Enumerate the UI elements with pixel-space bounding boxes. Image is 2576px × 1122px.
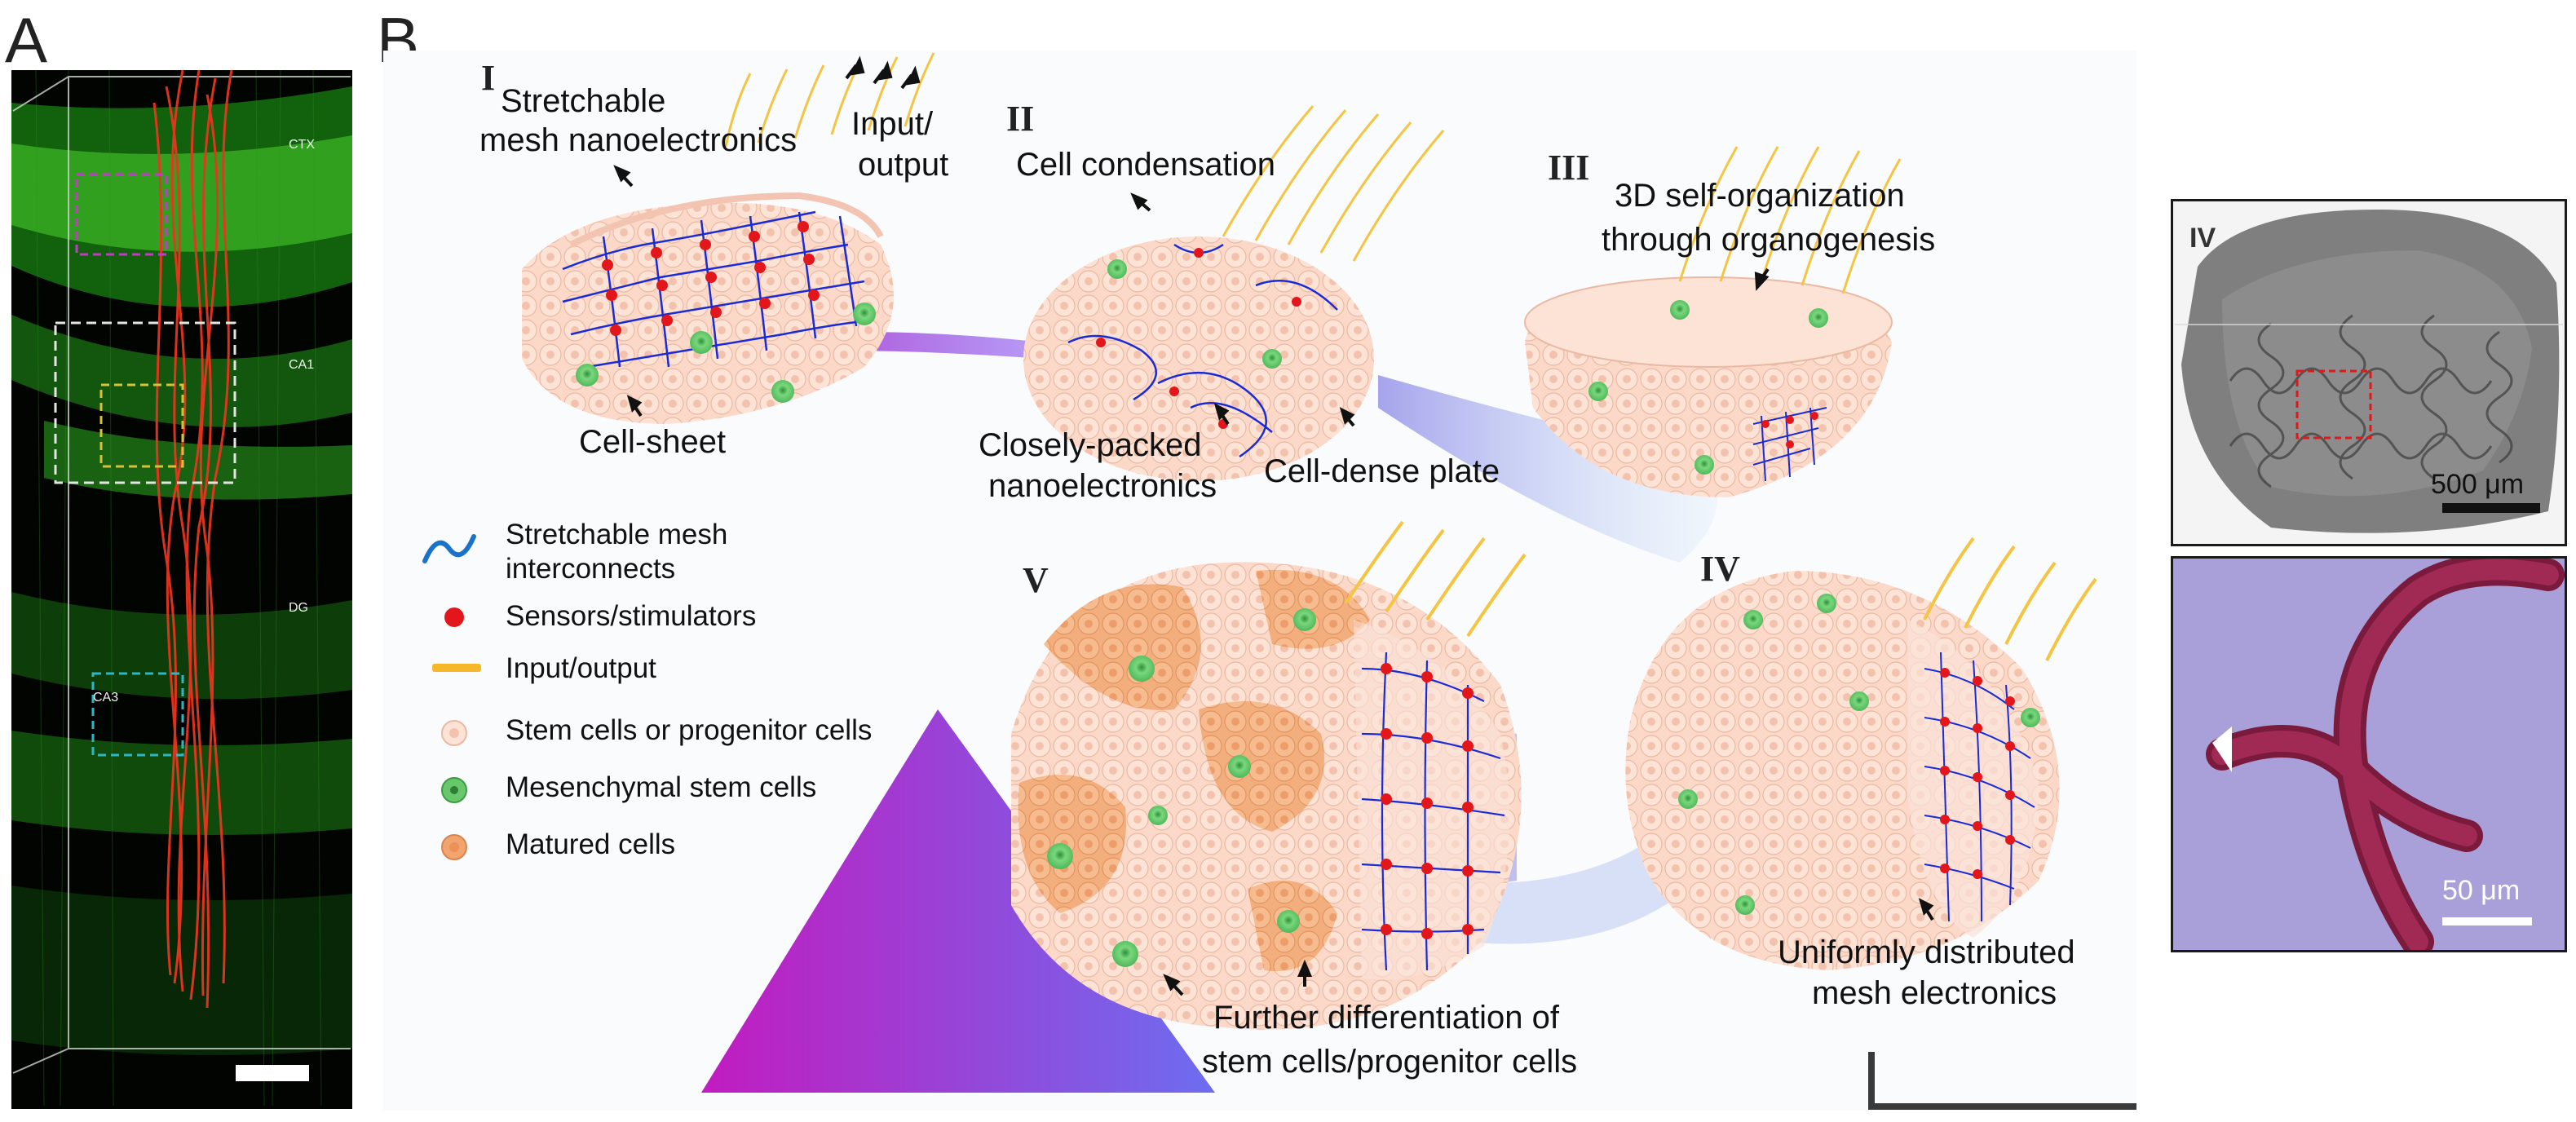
- micrograph-top-scale-label: 500 μm: [2431, 469, 2525, 500]
- legend-sensors-text: Sensors/stimulators: [506, 600, 757, 632]
- yellow-bar-icon: [432, 664, 481, 672]
- micrograph-top-stage: IV: [2189, 223, 2216, 254]
- stage-1-numeral: I: [481, 58, 496, 98]
- further-diff-label-2: stem cells/progenitor cells: [1202, 1044, 1578, 1080]
- self-org-label-1: 3D self-organization: [1615, 178, 1905, 214]
- legend-mesh-text-2: interconnects: [506, 553, 676, 585]
- stage-5-numeral: V: [1023, 560, 1049, 600]
- stage-3-numeral: III: [1548, 148, 1590, 188]
- region-dg-label: DG: [289, 601, 308, 615]
- panel-a-letter: A: [5, 4, 48, 76]
- matured-cell-icon: [441, 834, 467, 860]
- uniform-mesh-label-1: Uniformly distributed: [1778, 934, 2075, 970]
- region-ctx-label: CTX: [289, 138, 315, 152]
- micrograph-bottom: 50 μm: [2171, 556, 2567, 952]
- uniform-mesh-label-2: mesh electronics: [1812, 975, 2057, 1011]
- cell-condensation-label: Cell condensation: [1016, 147, 1275, 183]
- mesh-zoom-micrograph: [2173, 559, 2565, 950]
- red-dot-icon: [444, 607, 464, 627]
- panel-a-image: CTX CA1 DG CA3: [11, 70, 352, 1109]
- legend-io-text: Input/output: [506, 652, 656, 684]
- cell-sheet-label: Cell-sheet: [579, 424, 727, 460]
- stage-4-numeral: IV: [1700, 549, 1740, 589]
- stage-2-plate: [1023, 105, 1445, 481]
- closely-packed-label-2: nanoelectronics: [988, 468, 1217, 504]
- legend-mesh-text-1: Stretchable mesh: [506, 519, 728, 550]
- micrograph-top: IV 500 μm: [2171, 199, 2567, 546]
- legend-stem-text: Stem cells or progenitor cells: [506, 714, 873, 746]
- further-diff-label-1: Further differentiation of: [1213, 1000, 1559, 1036]
- stage-2-numeral: II: [1006, 99, 1035, 139]
- self-org-label-2: through organogenesis: [1602, 222, 1936, 258]
- io-label-1: Input/: [851, 106, 934, 142]
- stage-3-bowl: [1524, 146, 1902, 497]
- scale-bar-bottom: [2442, 917, 2532, 925]
- stage-1-sheet: [522, 52, 935, 425]
- mesenchymal-cell-icon: [441, 777, 467, 803]
- mesh-nano-label-1: Stretchable: [501, 83, 666, 119]
- stem-cell-icon: [441, 720, 467, 746]
- scale-bar-top: [2442, 503, 2540, 513]
- wave-icon: [422, 534, 476, 563]
- legend-mesenchymal-text: Mesenchymal stem cells: [506, 771, 817, 803]
- closely-packed-label-1: Closely-packed: [979, 427, 1202, 463]
- scale-bar: [236, 1065, 309, 1081]
- micrograph-bottom-scale-label: 50 μm: [2442, 875, 2521, 906]
- stage-5-organoid: [1011, 520, 1527, 1030]
- organoid-micrograph: [2173, 201, 2565, 544]
- legend-matured-text: Matured cells: [506, 828, 676, 860]
- cell-dense-plate-label: Cell-dense plate: [1264, 453, 1500, 489]
- io-label-2: output: [858, 147, 949, 183]
- mesh-nano-label-2: mesh nanoelectronics: [479, 122, 798, 158]
- region-ca1-label: CA1: [289, 358, 314, 372]
- stage-4-sphere: [1625, 537, 2097, 970]
- region-ca3-label: CA3: [93, 691, 118, 705]
- legend: Stretchable mesh interconnects Sensors/s…: [418, 519, 988, 877]
- arrowhead-marker: [2212, 727, 2232, 772]
- panel-b-diagram: [383, 51, 2136, 1111]
